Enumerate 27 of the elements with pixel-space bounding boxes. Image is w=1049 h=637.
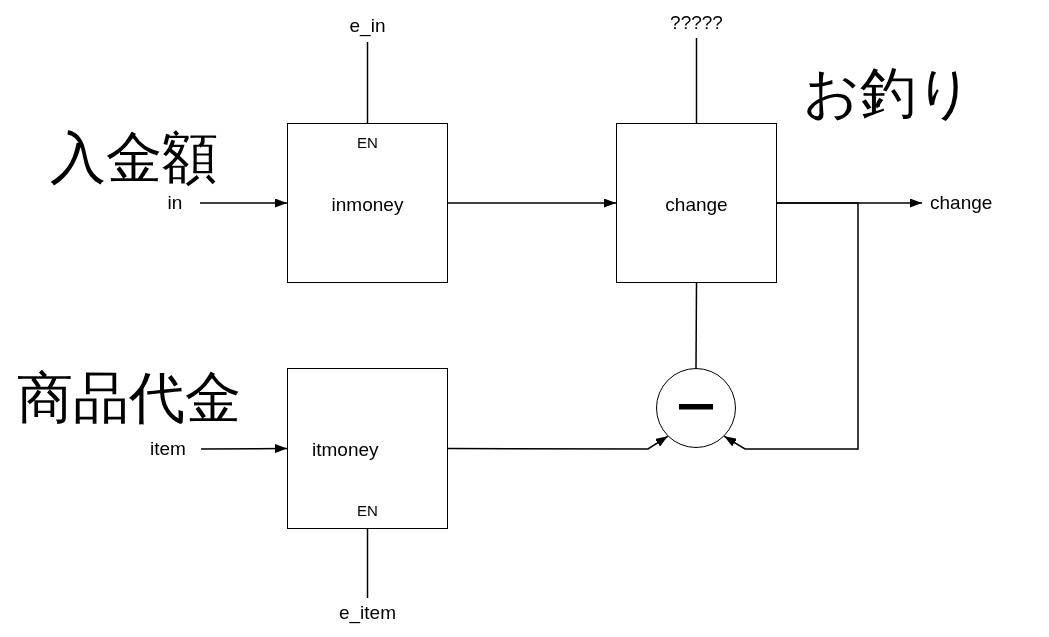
signal-label: ????? <box>656 8 737 38</box>
block-box <box>287 368 448 529</box>
enable-label: EN <box>356 502 379 519</box>
arrow <box>447 198 617 208</box>
block-label: itmoney <box>312 439 379 461</box>
signal-label: in <box>150 190 200 216</box>
connector-line <box>695 37 698 124</box>
annotation-label: 入金額 <box>50 130 218 186</box>
enable-label: EN <box>356 134 379 151</box>
arrow <box>723 202 859 450</box>
connector-line <box>366 528 369 599</box>
block-label: change <box>664 194 729 216</box>
annotation-label: 商品代金 <box>17 370 241 426</box>
signal-label: e_item <box>327 598 408 628</box>
arrow <box>199 198 288 208</box>
minus-sign: ー <box>676 388 716 428</box>
arrow <box>200 444 288 454</box>
connector-line <box>366 41 369 124</box>
connector-line <box>695 282 698 369</box>
block-box <box>287 123 448 283</box>
signal-label: e_in <box>337 10 398 42</box>
arrow <box>447 435 669 450</box>
signal-label: change <box>922 190 1032 216</box>
block-label: inmoney <box>330 194 405 216</box>
annotation-label: お釣り <box>803 65 973 121</box>
block-box <box>616 123 777 283</box>
signal-label: item <box>135 436 201 462</box>
